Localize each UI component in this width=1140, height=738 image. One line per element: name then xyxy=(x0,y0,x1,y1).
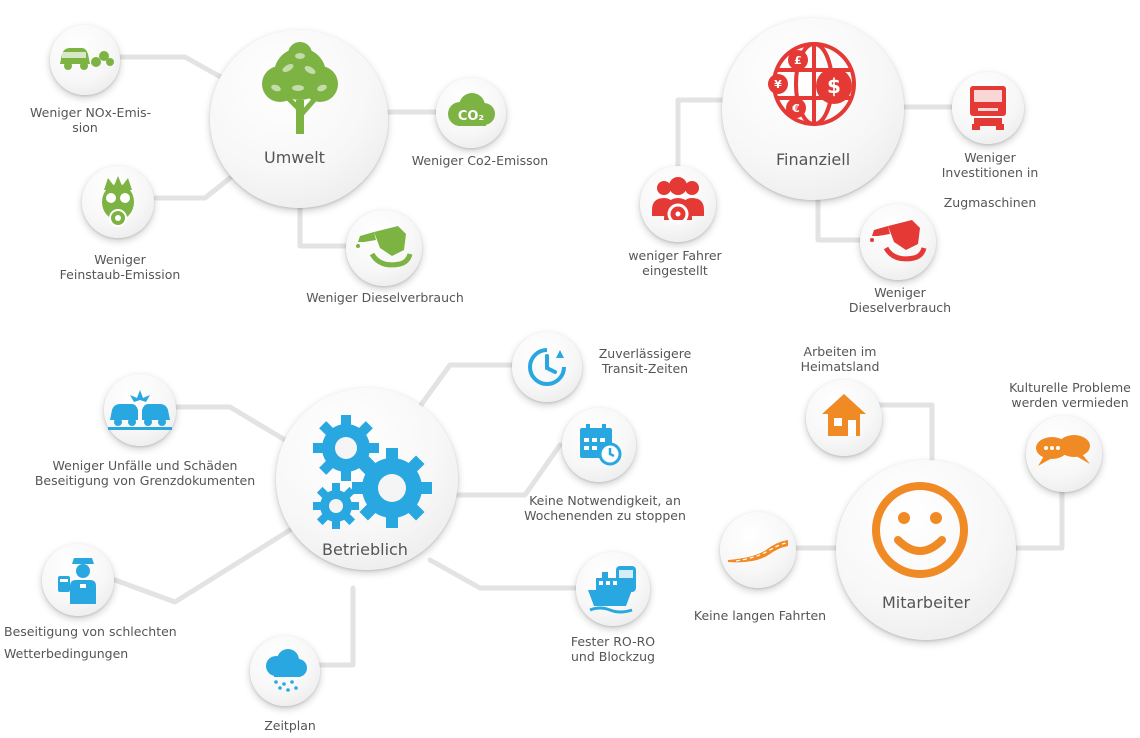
svg-text:CO₂: CO₂ xyxy=(458,109,484,124)
tree-icon xyxy=(262,42,338,134)
label-invest-line3: Zugmaschinen xyxy=(943,195,1037,210)
fuel-nozzle-icon xyxy=(356,226,413,268)
connector-umwelt-nox xyxy=(115,54,238,88)
car-crash-icon xyxy=(108,390,172,430)
hub-mitarbeiter-label: Mitarbeiter xyxy=(882,593,971,612)
label-co2: Weniger Co2-Emisson xyxy=(411,153,549,168)
node-fahrten xyxy=(720,512,796,588)
hub-betrieblich-label: Betrieblich xyxy=(322,540,408,559)
connector-betrieblich-wetter xyxy=(112,527,293,605)
label-kultur: Kulturelle Probleme werden vermieden xyxy=(1009,380,1131,410)
connector-mitarbeiter-kultur xyxy=(1007,485,1065,551)
truck-icon xyxy=(970,86,1006,130)
label-zeitplan: Zeitplan xyxy=(264,718,316,733)
label-wetter-line2: Wetterbedingungen xyxy=(4,646,129,661)
connector-umwelt-feinstaub xyxy=(153,167,243,201)
label-heimat: Arbeiten im Heimatsland xyxy=(800,344,880,374)
svg-text:€: € xyxy=(791,102,800,115)
connector-betrieblich-wochenende xyxy=(442,442,563,498)
label-transit: Zuverlässigere Transit-Zeiten xyxy=(598,346,692,376)
connector-betrieblich-unfaelle xyxy=(173,404,288,443)
fuel-nozzle-icon xyxy=(870,220,927,262)
connector-betrieblich-roro xyxy=(427,557,581,591)
label-feinstaub: Weniger Feinstaub-Emission xyxy=(59,252,181,282)
svg-text:$: $ xyxy=(827,74,841,98)
svg-text:£: £ xyxy=(794,54,802,67)
calendar-icon xyxy=(580,424,622,466)
co2-cloud-icon: CO₂ xyxy=(448,93,495,126)
label-diesel-umwelt: Weniger Dieselverbrauch xyxy=(306,290,464,305)
house-icon xyxy=(822,394,866,436)
label-diesel-finanziell: Weniger Dieselverbrauch xyxy=(848,285,952,315)
gas-mask-icon xyxy=(102,176,134,227)
rain-cloud-icon xyxy=(266,649,307,692)
connector-umwelt-diesel xyxy=(297,192,351,249)
clock-icon xyxy=(528,348,566,386)
road-icon xyxy=(728,540,788,563)
car-exhaust-icon xyxy=(60,48,114,70)
smiley-icon xyxy=(872,482,968,578)
label-invest: Weniger Investitionen in xyxy=(941,150,1039,180)
customs-officer-icon xyxy=(58,558,96,604)
connector-betrieblich-zeitplan xyxy=(307,585,356,668)
speech-bubbles-icon xyxy=(1036,435,1090,466)
label-fahrten: Keine langen Fahrten xyxy=(693,608,827,623)
connector-betrieblich-transit xyxy=(407,362,518,423)
globe-currency-icon: $ £ ¥ € xyxy=(768,42,856,126)
label-roro: Fester RO-RO und Blockzug xyxy=(570,634,656,664)
hub-umwelt-label: Umwelt xyxy=(264,148,325,167)
label-fahrer: weniger Fahrer eingestellt xyxy=(628,248,722,278)
label-unfaelle: Weniger Unfälle und Schäden Beseitigung … xyxy=(34,458,256,488)
drivers-icon xyxy=(652,177,704,225)
label-wochenende: Keine Notwendigkeit, an Wochenenden zu s… xyxy=(524,493,686,523)
svg-text:¥: ¥ xyxy=(774,78,782,91)
hub-finanziell-label: Finanziell xyxy=(776,150,851,169)
ship-train-icon xyxy=(588,566,636,614)
label-wetter-line1: Beseitigung von schlechten xyxy=(4,624,177,639)
label-nox: Weniger NOx-Emis- sion xyxy=(30,105,152,135)
connector-finanziell-diesel xyxy=(815,192,865,243)
gears-icon xyxy=(313,415,432,529)
